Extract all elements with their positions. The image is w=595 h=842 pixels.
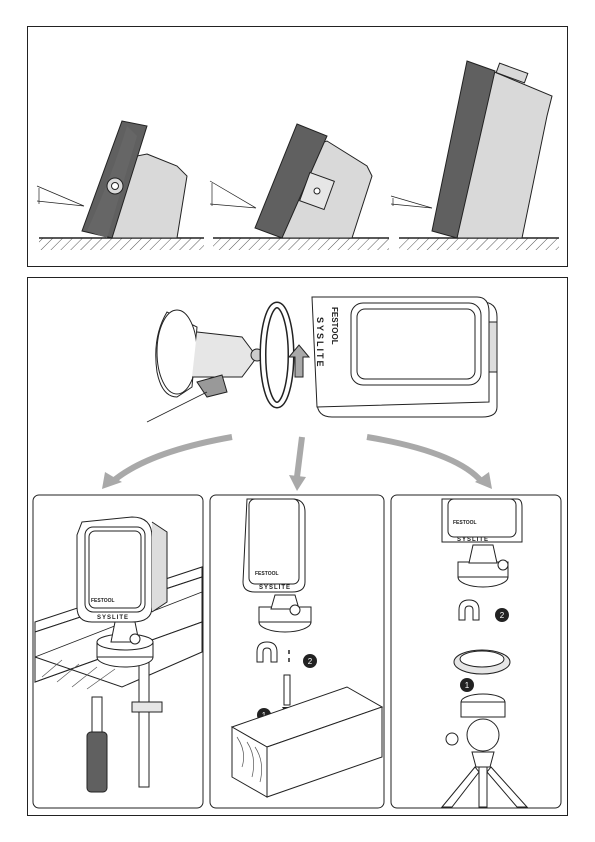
brand-label-screw: FESTOOL xyxy=(255,571,279,577)
screw-mount-panel: FESTOOL SYSLITE 2 1 xyxy=(210,495,384,808)
model-label-top: SYSLITE xyxy=(315,317,325,369)
model-label-clamp: SYSLITE xyxy=(97,615,129,621)
callout-1-tripod: 1 xyxy=(465,681,470,690)
model-label-tripod: SYSLITE xyxy=(457,537,489,543)
tilt-positions-panel xyxy=(27,26,568,267)
tripod-mount-panel: FESTOOL SYSLITE 2 1 xyxy=(391,495,561,808)
lamp-head-top: FESTOOL SYSLITE xyxy=(312,297,497,417)
callout-2-screw: 2 xyxy=(308,657,313,666)
ground-lines xyxy=(39,238,559,250)
mounting-panel: FESTOOL SYSLITE xyxy=(27,277,568,816)
callout-2-tripod: 2 xyxy=(500,611,505,620)
clamp-mount-panel: FESTOOL SYSLITE xyxy=(33,495,203,808)
brand-label-top: FESTOOL xyxy=(330,307,339,345)
model-label-screw: SYSLITE xyxy=(259,585,291,591)
brand-label-clamp: FESTOOL xyxy=(91,598,115,604)
brand-label-tripod: FESTOOL xyxy=(453,520,477,526)
